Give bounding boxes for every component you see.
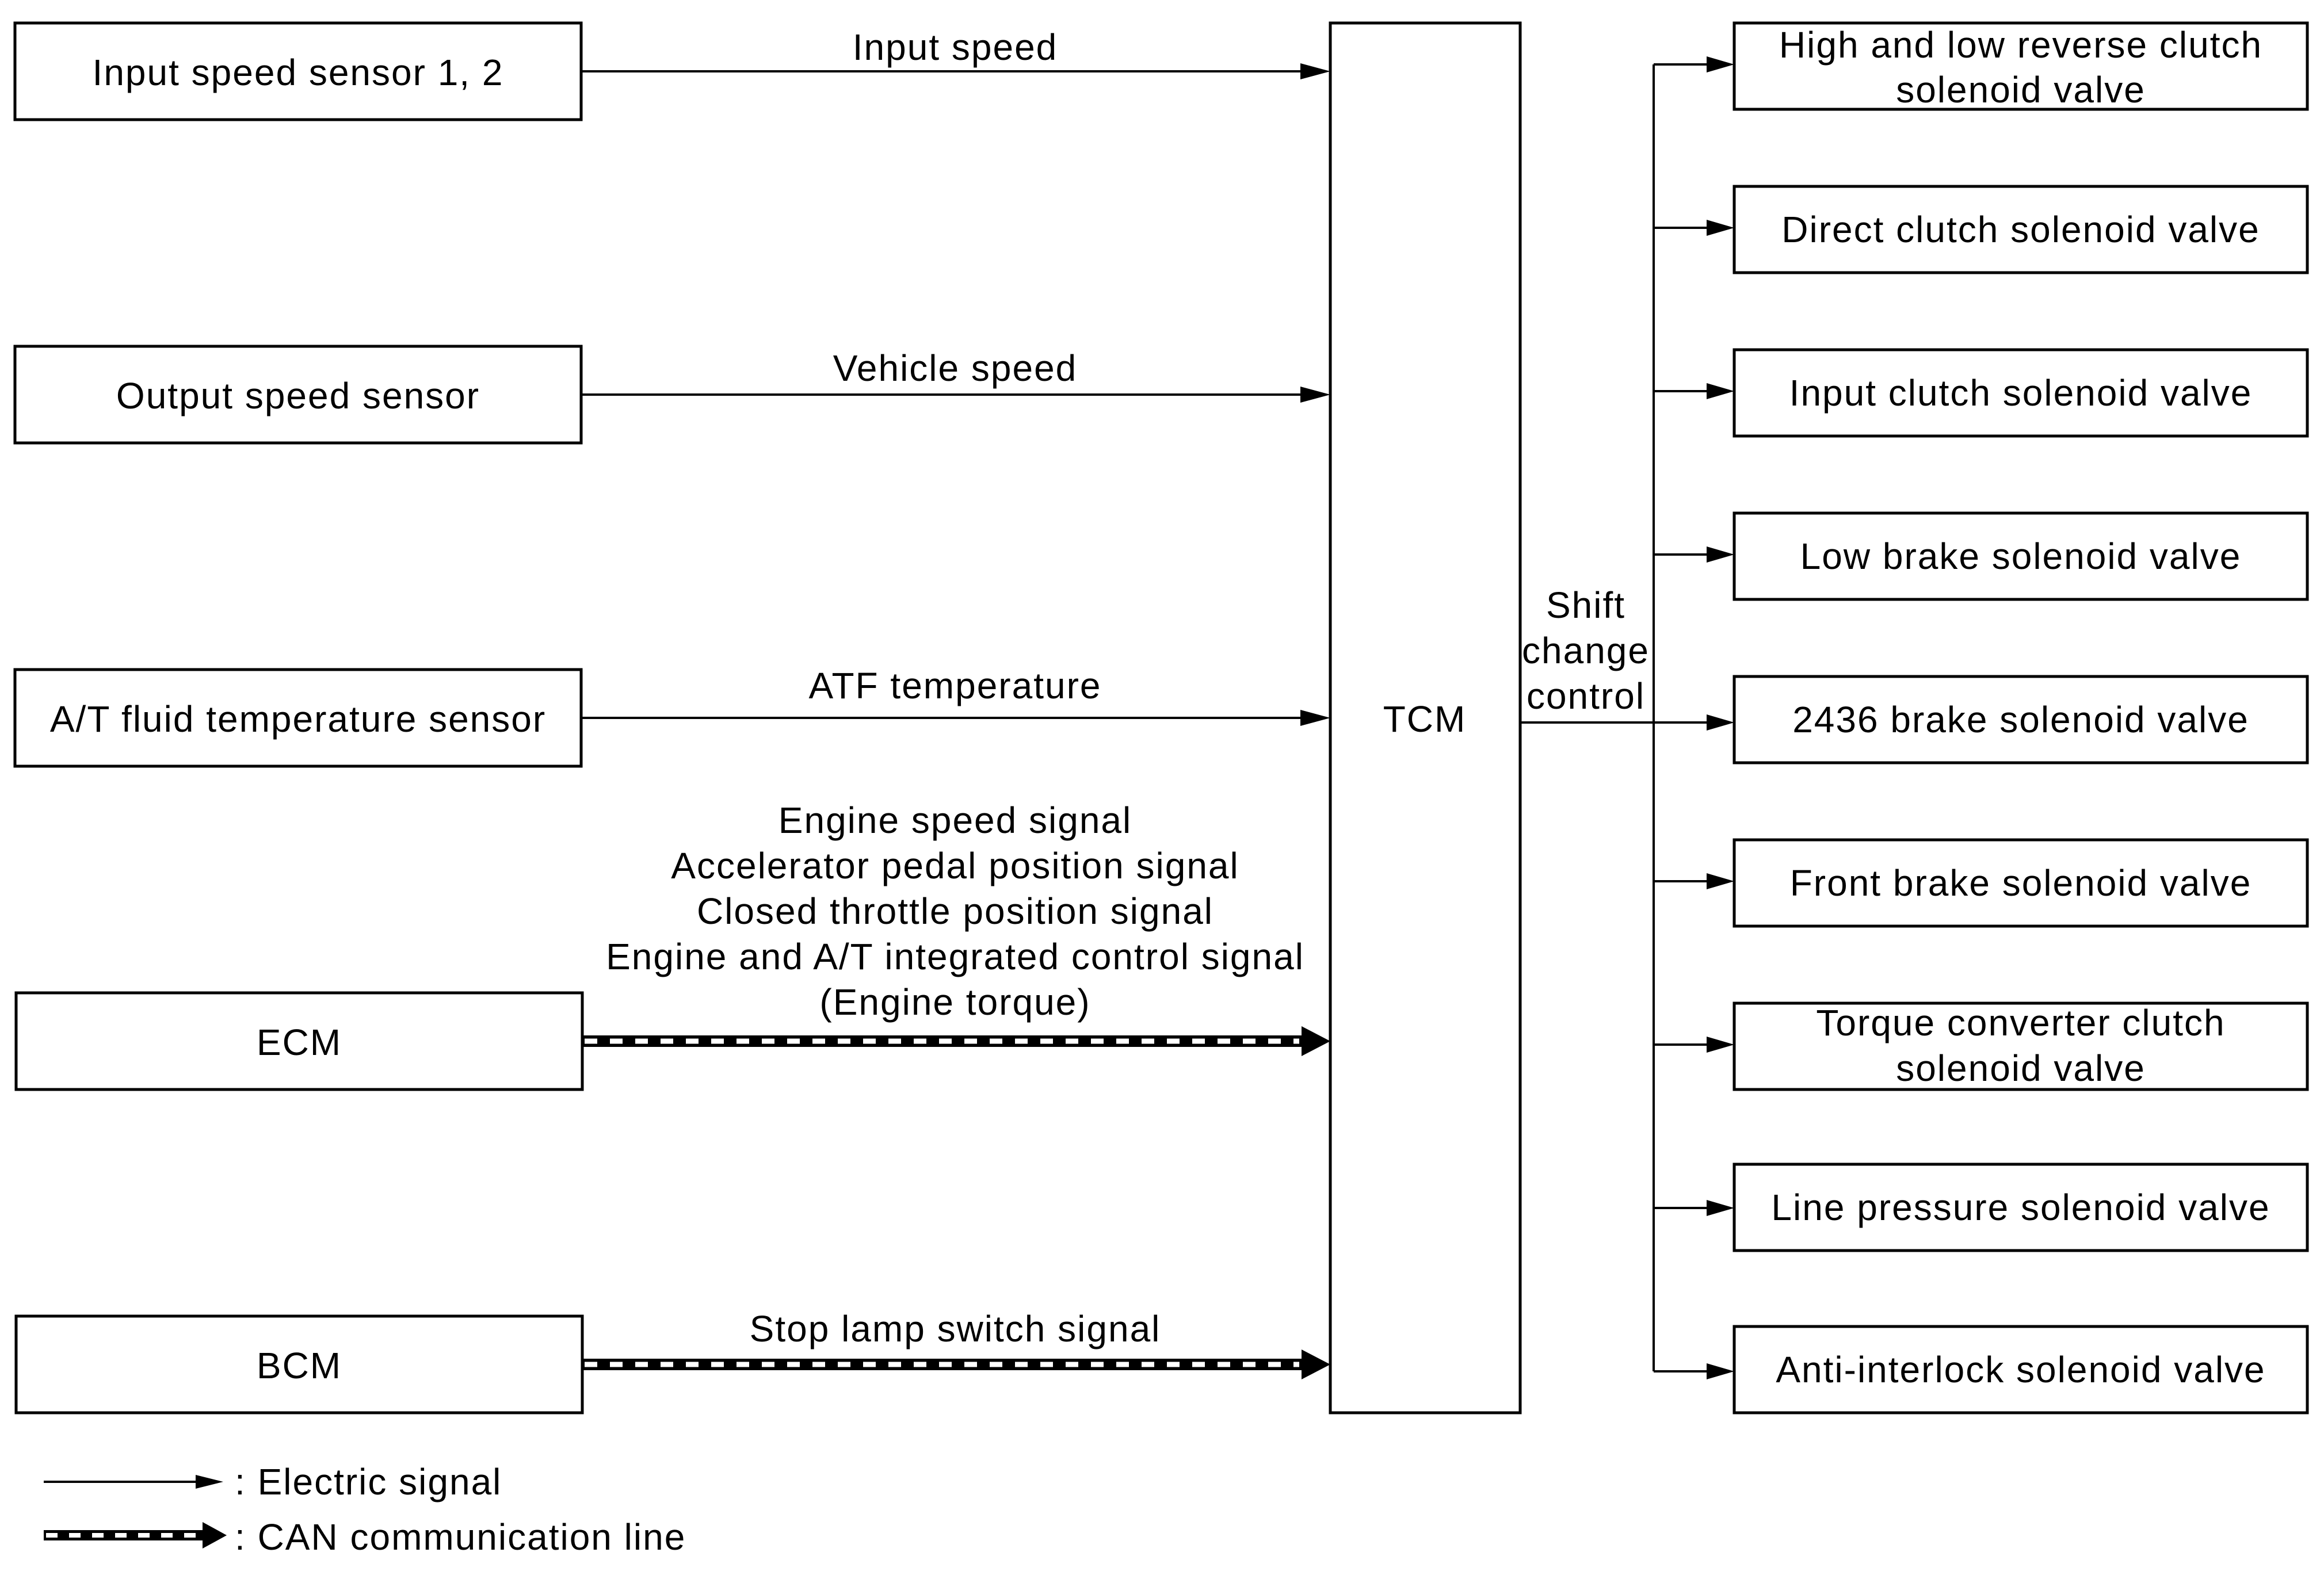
signal-label: Vehicle speed xyxy=(833,347,1078,389)
input-box-output-speed-sensor: Output speed sensor xyxy=(13,345,583,445)
input-label: A/T fluid temperature sensor xyxy=(50,698,546,740)
input-label: Input speed sensor 1, 2 xyxy=(93,52,504,93)
output-low-brake: Low brake solenoid valve xyxy=(1654,511,2309,601)
valve-label: Line pressure solenoid valve xyxy=(1771,1187,2270,1228)
signal-label: ATF temperature xyxy=(809,665,1102,706)
arrowhead xyxy=(1300,710,1330,726)
arrowhead xyxy=(1707,714,1734,731)
valve-box xyxy=(1732,185,2309,274)
legend: : Electric signal : CAN communication li… xyxy=(44,1461,686,1558)
legend-label: : Electric signal xyxy=(235,1461,502,1502)
valve-box xyxy=(1732,348,2309,438)
valve-box xyxy=(1732,675,2309,764)
valve-label: Low brake solenoid valve xyxy=(1800,536,2242,577)
valve-box xyxy=(1732,1001,2309,1091)
input-label: Output speed sensor xyxy=(116,375,480,416)
arrowhead xyxy=(1707,1037,1734,1053)
connector-ecm-can: Engine speed signal Accelerator pedal po… xyxy=(582,800,1330,1056)
valve-box xyxy=(1732,1325,2309,1414)
valve-box xyxy=(1732,21,2309,111)
input-box-bcm: BCM xyxy=(14,1314,584,1414)
tcm-box: TCM xyxy=(1329,21,1522,1414)
arrowhead xyxy=(1707,383,1734,399)
valve-label: High and low reverse clutch xyxy=(1779,24,2262,66)
valve-label: solenoid valve xyxy=(1896,69,2146,110)
connector-input-speed: Input speed xyxy=(581,26,1330,79)
arrowhead xyxy=(203,1522,227,1549)
signal-label: (Engine torque) xyxy=(819,981,1090,1023)
legend-item-can: : CAN communication line xyxy=(44,1516,686,1558)
connector-atf-temperature: ATF temperature xyxy=(581,665,1330,726)
signal-label: Accelerator pedal position signal xyxy=(671,845,1239,886)
output-input-clutch: Input clutch solenoid valve xyxy=(1654,348,2309,438)
arrowhead xyxy=(196,1475,223,1489)
valve-box xyxy=(1732,838,2309,928)
input-box-atf-temperature-sensor: A/T fluid temperature sensor xyxy=(13,668,583,768)
valve-label: 2436 brake solenoid valve xyxy=(1792,699,2249,740)
valve-label: Input clutch solenoid valve xyxy=(1789,372,2253,414)
output-signal-label: change xyxy=(1522,630,1650,671)
valve-label: solenoid valve xyxy=(1896,1047,2146,1089)
arrowhead xyxy=(1707,1200,1734,1216)
arrowhead xyxy=(1707,1363,1734,1379)
arrowhead xyxy=(1707,873,1734,889)
signal-label: Engine and A/T integrated control signal xyxy=(606,936,1304,977)
input-label: BCM xyxy=(257,1345,342,1386)
valve-label: Direct clutch solenoid valve xyxy=(1781,209,2260,250)
signal-label: Engine speed signal xyxy=(779,800,1132,841)
output-line-pressure: Line pressure solenoid valve xyxy=(1654,1163,2309,1252)
output-front-brake: Front brake solenoid valve xyxy=(1654,838,2309,928)
valve-label: Front brake solenoid valve xyxy=(1790,862,2252,904)
signal-label: Input speed xyxy=(853,26,1058,68)
shift-change-control: Shift change control xyxy=(1520,64,1655,1371)
arrowhead xyxy=(1300,63,1330,79)
signal-label: Closed throttle position signal xyxy=(697,890,1213,932)
arrowhead xyxy=(1707,220,1734,236)
arrowhead xyxy=(1302,1026,1330,1056)
valve-box xyxy=(1732,511,2309,601)
output-torque-converter-clutch: Torque converter clutch solenoid valve xyxy=(1654,1001,2309,1091)
connector-bcm-can: Stop lamp switch signal xyxy=(582,1308,1330,1379)
arrowhead xyxy=(1707,546,1734,563)
tcm-label: TCM xyxy=(1383,698,1467,740)
output-2436-brake: 2436 brake solenoid valve xyxy=(1654,675,2309,764)
legend-item-electric: : Electric signal xyxy=(44,1461,502,1502)
legend-label: : CAN communication line xyxy=(235,1516,686,1558)
signal-label: Stop lamp switch signal xyxy=(750,1308,1161,1349)
input-box-input-speed-sensor: Input speed sensor 1, 2 xyxy=(13,21,583,121)
output-signal-label: control xyxy=(1527,675,1645,717)
valve-label: Torque converter clutch xyxy=(1816,1002,2225,1043)
connector-vehicle-speed: Vehicle speed xyxy=(581,347,1330,403)
arrowhead xyxy=(1300,387,1330,403)
output-signal-label: Shift xyxy=(1546,584,1625,626)
arrowhead xyxy=(1707,56,1734,72)
valve-label: Anti-interlock solenoid valve xyxy=(1776,1349,2265,1390)
output-anti-interlock: Anti-interlock solenoid valve xyxy=(1654,1325,2309,1414)
output-direct-clutch: Direct clutch solenoid valve xyxy=(1654,185,2309,274)
valve-box xyxy=(1732,1163,2309,1252)
input-label: ECM xyxy=(257,1022,342,1063)
output-high-low-reverse-clutch: High and low reverse clutch solenoid val… xyxy=(1654,21,2309,111)
arrowhead xyxy=(1302,1349,1330,1379)
input-box-ecm: ECM xyxy=(14,991,584,1091)
